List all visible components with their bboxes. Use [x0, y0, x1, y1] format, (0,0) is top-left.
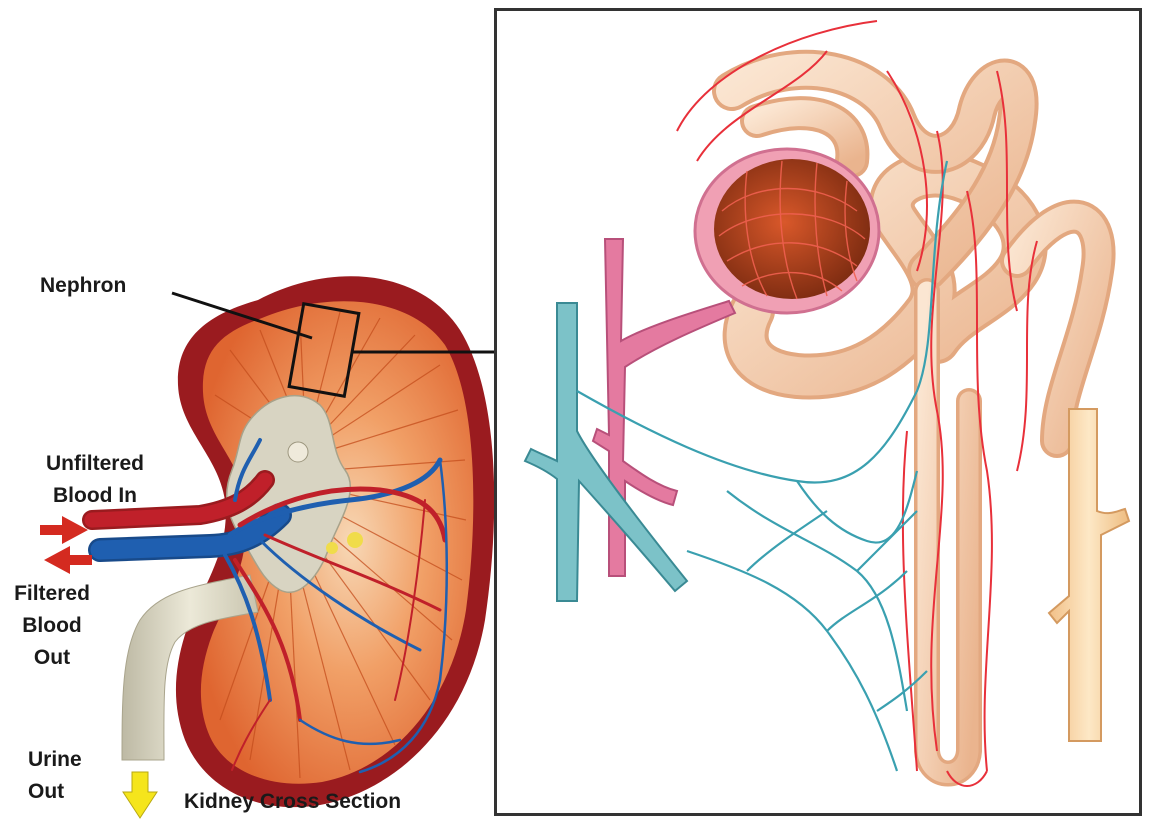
label-kidney-cross-section: Kidney Cross Section [184, 786, 484, 818]
label-filtered-line1: Filtered [2, 578, 102, 610]
inflow-arrow-red [40, 516, 88, 544]
label-nephron: Nephron [40, 270, 162, 302]
vein-teal [525, 303, 687, 601]
collecting-duct [1049, 409, 1129, 741]
kidney-cross-section-illustration [0, 0, 494, 822]
nephron-detail-panel [494, 8, 1142, 816]
label-unfiltered-line1: Unfiltered [20, 448, 170, 480]
label-filtered-blood-out: Filtered Blood Out [2, 578, 102, 674]
label-urine-line1: Urine [28, 744, 128, 776]
label-unfiltered-line2: Blood In [20, 480, 170, 512]
label-unfiltered-blood-in: Unfiltered Blood In [20, 448, 170, 512]
arteriole-pink [593, 239, 735, 576]
label-filtered-line3: Out [2, 642, 102, 674]
label-urine-out: Urine Out [28, 744, 128, 808]
urine-arrow-yellow [123, 772, 157, 818]
label-filtered-line2: Blood [2, 610, 102, 642]
nephron-detail-illustration [497, 11, 1139, 813]
label-urine-line2: Out [28, 776, 128, 808]
outflow-arrow-red [44, 546, 92, 574]
glomerulus [714, 159, 870, 299]
